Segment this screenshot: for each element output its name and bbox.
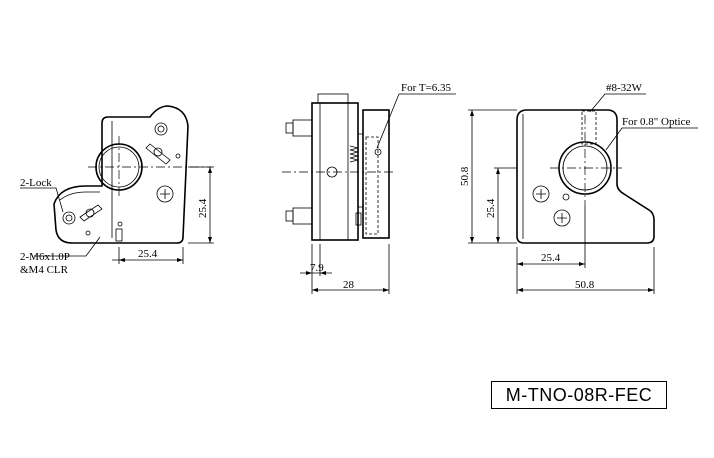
side-depth-dim: 28: [343, 279, 355, 291]
back-height-half-dim: 25.4: [485, 198, 497, 218]
screw-callout-line1: 2-M6x1.0P: [20, 251, 70, 263]
lock-callout: 2-Lock: [20, 177, 52, 189]
back-width-full-dim: 50.8: [575, 279, 595, 291]
side-view: [282, 93, 394, 241]
back-dimensions: [468, 93, 698, 294]
front-view: [53, 105, 212, 244]
side-small-dim: 7.9: [310, 262, 324, 274]
thread-callout: #8-32W: [606, 82, 643, 94]
front-width-dim: 25.4: [138, 248, 158, 260]
front-height-dim: 25.4: [197, 198, 209, 218]
front-dimensions: [20, 166, 214, 264]
screw-callout-line2: &M4 CLR: [20, 264, 69, 276]
part-number-title: M-TNO-08R-FEC: [491, 381, 667, 409]
back-view: [516, 109, 655, 244]
side-dimensions: [300, 93, 456, 294]
back-width-half-dim: 25.4: [541, 252, 561, 264]
back-height-full-dim: 50.8: [459, 166, 471, 186]
thickness-callout: For T=6.35: [401, 82, 452, 94]
optic-callout: For 0.8" Optice: [622, 116, 690, 128]
